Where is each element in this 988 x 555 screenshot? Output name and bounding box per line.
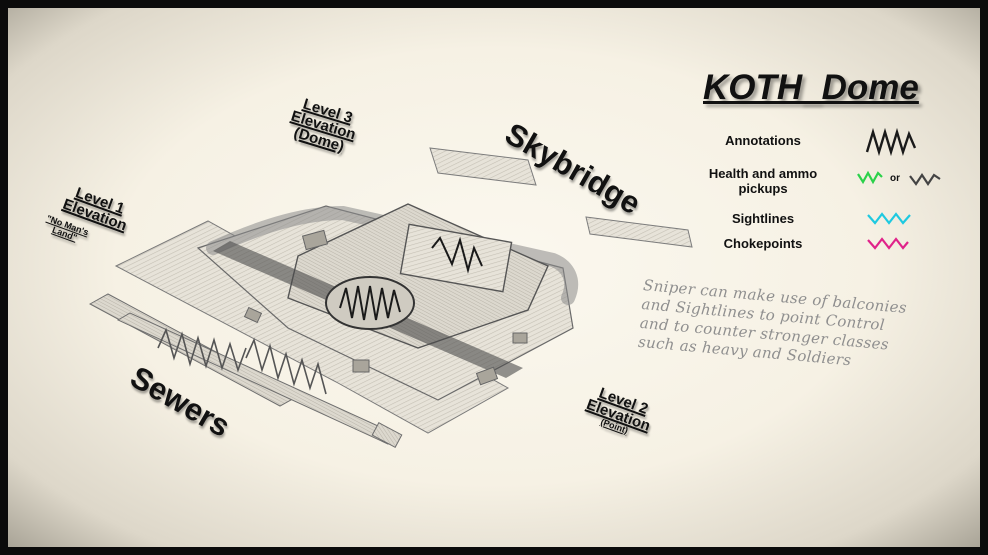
pickup-scribble-icon <box>857 170 883 185</box>
skybridge-platform-2 <box>585 216 693 248</box>
prop-3 <box>475 366 499 386</box>
room-scribble <box>431 236 483 274</box>
prop-4 <box>512 332 528 344</box>
pickup-alt-scribble-icon <box>909 173 941 186</box>
prop-2 <box>352 359 370 373</box>
map-canvas: Level 3 Elevation (Dome) Level 1 Elevati… <box>8 8 980 547</box>
upper-room <box>399 223 513 293</box>
point-scribble <box>339 285 401 321</box>
control-point <box>325 276 415 330</box>
level2-walkway <box>206 205 579 305</box>
legend-or-text: or <box>890 173 900 184</box>
sewer-scribble-1 <box>157 327 247 373</box>
sightline-scribble-icon <box>867 212 911 225</box>
skybridge-platform-1 <box>429 147 537 186</box>
prop-5 <box>301 229 329 251</box>
map-title: KOTH_Dome <box>703 68 919 107</box>
legend-label-chokepoints: Chokepoints <box>723 236 803 251</box>
annotation-scribble-icon <box>865 127 917 157</box>
prop-1 <box>243 306 263 324</box>
legend-label-sightlines: Sightlines <box>731 211 795 226</box>
sewer-exit <box>371 422 403 448</box>
legend-label-pickups: Health and ammo pickups <box>708 166 818 196</box>
chokepoint-scribble-icon <box>867 237 909 250</box>
legend-label-annotations: Annotations <box>725 133 801 148</box>
isometric-map <box>88 147 693 448</box>
sewer-scribble-2 <box>245 337 327 395</box>
